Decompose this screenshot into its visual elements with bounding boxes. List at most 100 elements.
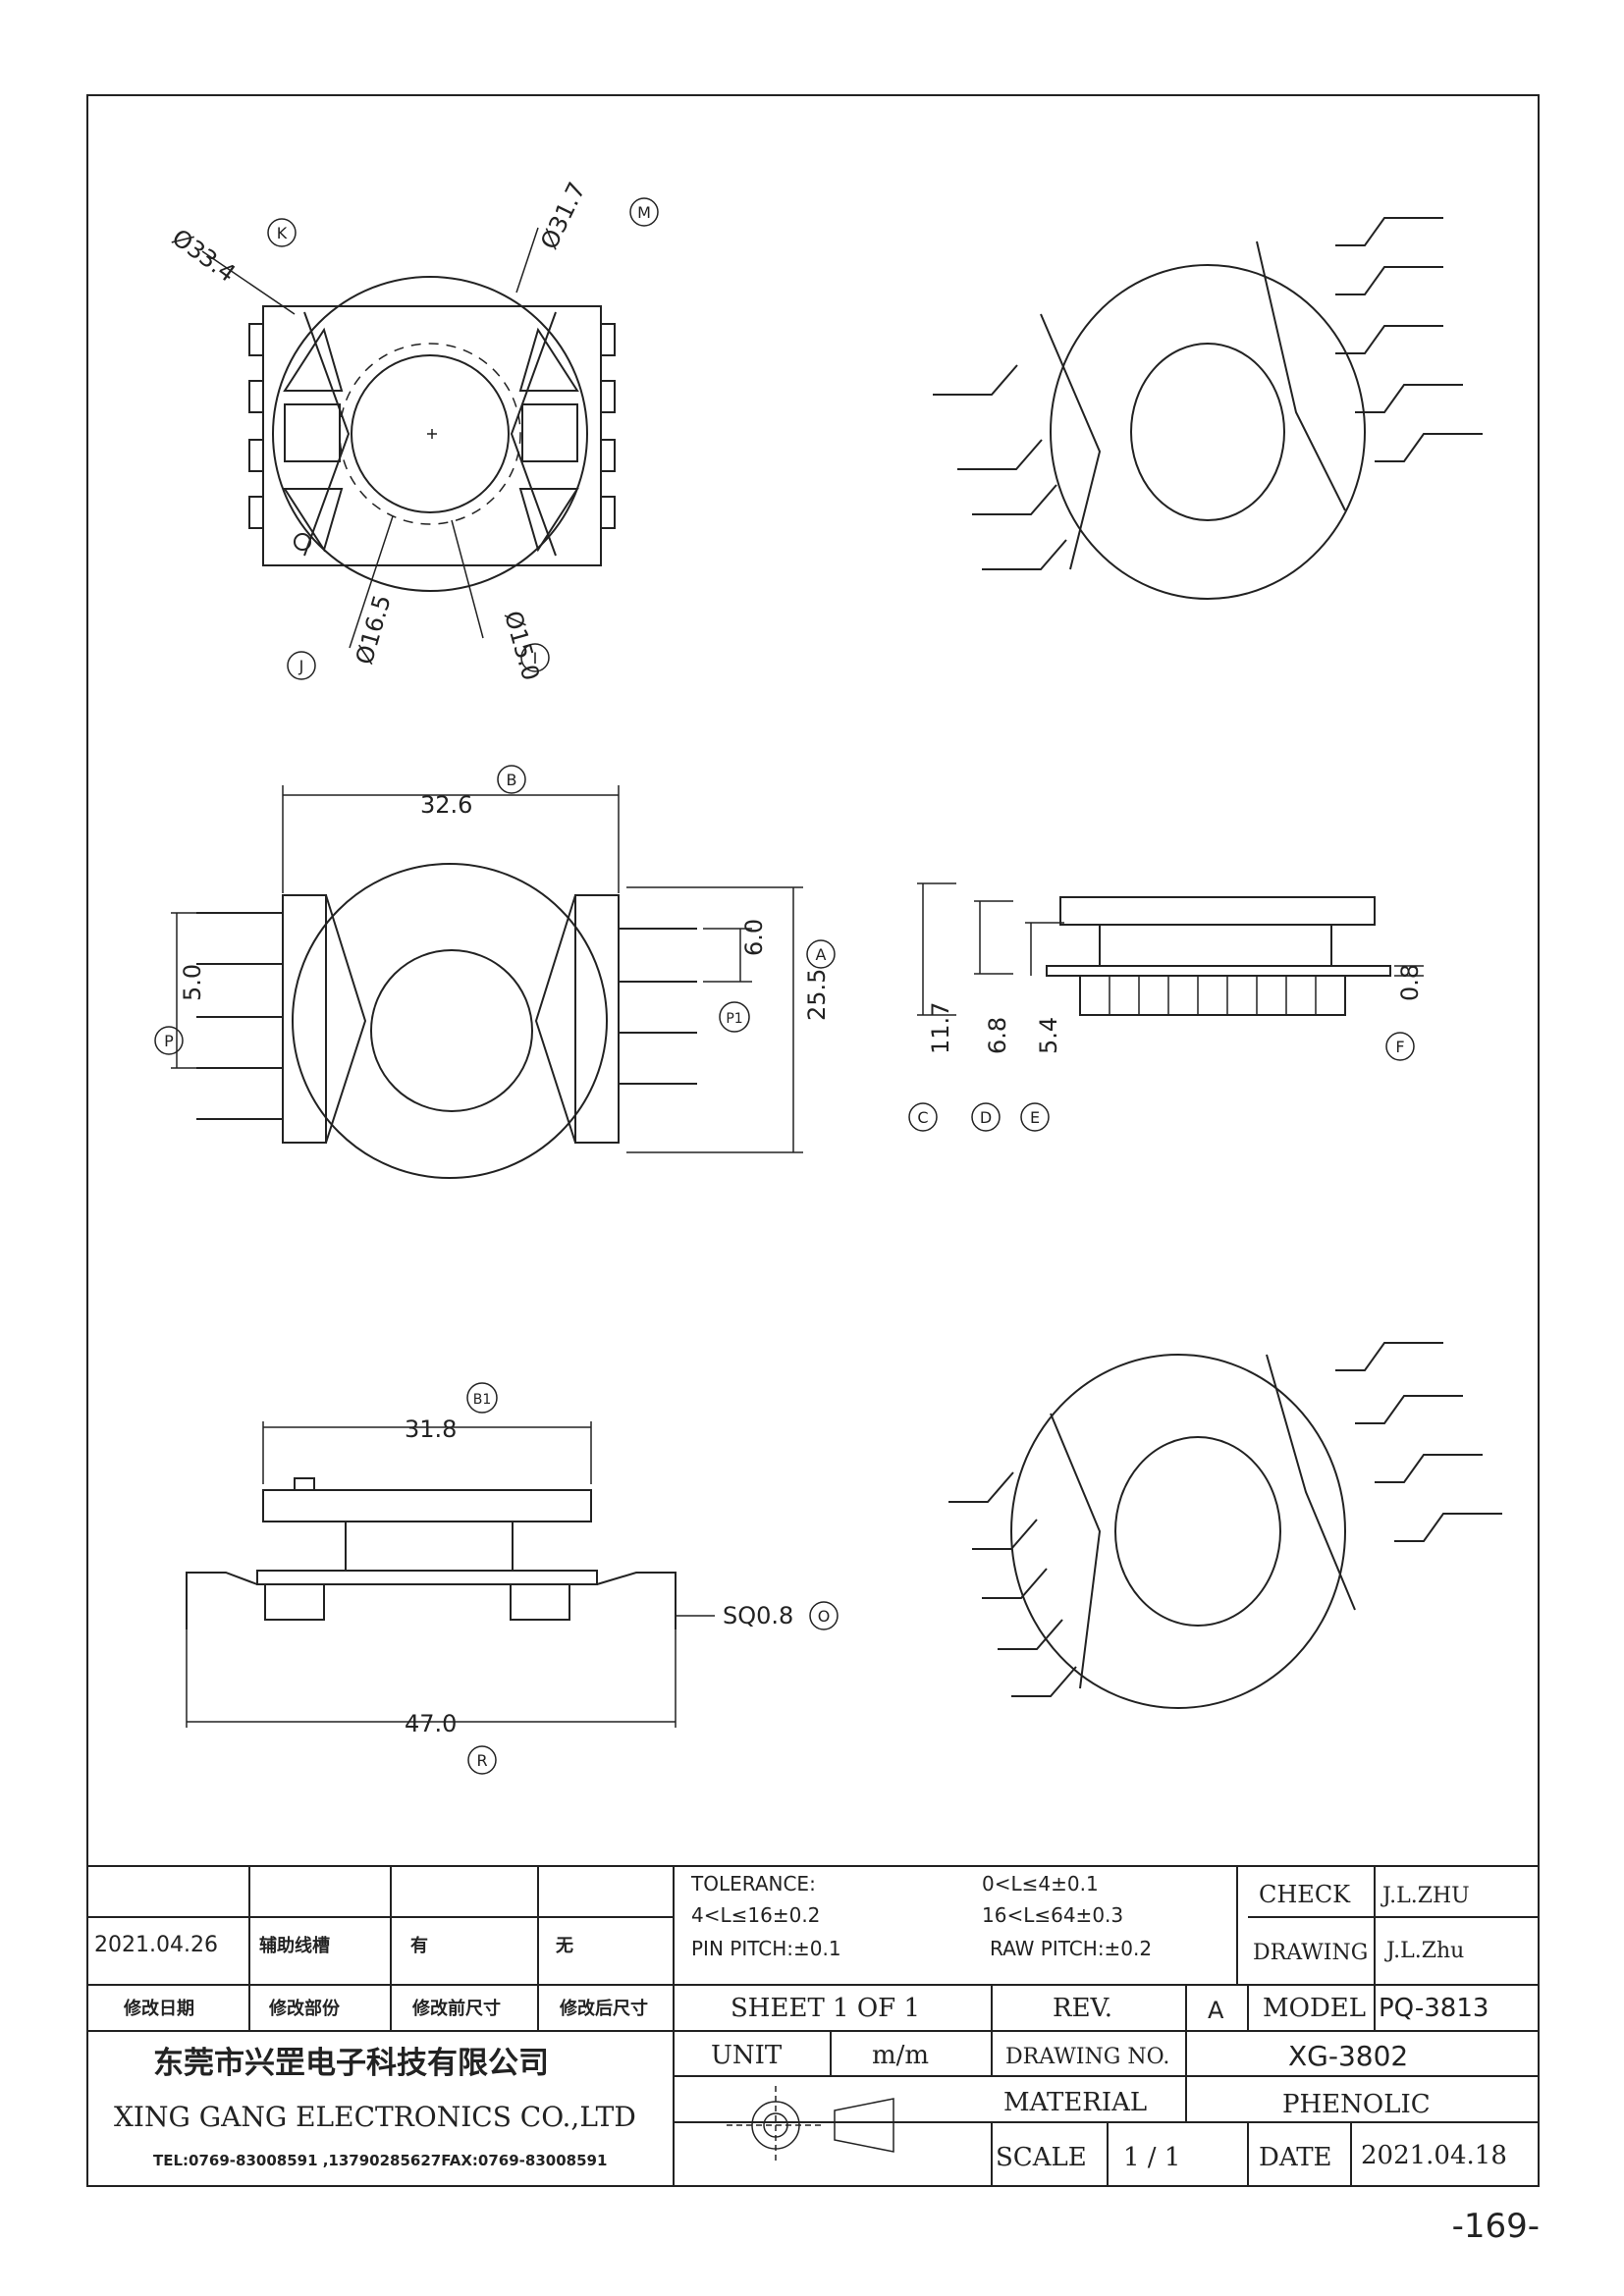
rev-after: 无 bbox=[556, 1936, 573, 1956]
dim-d: 6.8 bbox=[984, 1017, 1011, 1054]
balloon-c bbox=[908, 1102, 938, 1132]
dim-c: 11.7 bbox=[927, 1002, 954, 1054]
front-view-dim-width bbox=[282, 785, 620, 893]
side-view-core bbox=[1099, 924, 1332, 967]
top-view-pin1-marker bbox=[294, 533, 311, 551]
top-view-leader-k bbox=[201, 250, 296, 315]
title-block-grid bbox=[86, 1865, 1540, 2187]
balloon-j bbox=[287, 651, 316, 680]
front-view-flange-outline bbox=[292, 863, 608, 1179]
balloon-p bbox=[154, 1026, 184, 1055]
balloon-letter-b1: B1 bbox=[473, 1392, 492, 1408]
bottom-view-top-flange bbox=[262, 1489, 592, 1522]
dim-sq: SQ0.8 bbox=[723, 1602, 793, 1629]
front-view-right-pins bbox=[619, 928, 697, 1085]
dim-d15-0: Ø15.0 bbox=[499, 608, 545, 683]
balloon-e bbox=[1020, 1102, 1050, 1132]
model-value: PQ-3813 bbox=[1379, 1994, 1489, 2023]
bottom-view-dim-b1 bbox=[262, 1421, 592, 1484]
drawing-value: J.L.Zhu bbox=[1384, 1939, 1464, 1963]
top-view-left-window-upper bbox=[283, 327, 344, 392]
material-label: MATERIAL bbox=[1003, 2088, 1147, 2117]
dim-d33-4: Ø33.4 bbox=[167, 224, 241, 288]
side-view-dim-d bbox=[974, 900, 1013, 975]
scale-label: SCALE bbox=[996, 2143, 1087, 2172]
front-view-right-web bbox=[534, 894, 576, 1144]
balloon-letter-i: I bbox=[533, 649, 538, 667]
dim-b1: 31.8 bbox=[405, 1415, 457, 1443]
sheet-label: SHEET 1 OF 1 bbox=[731, 1994, 920, 2023]
tolerance-pin-pitch: PIN PITCH:±0.1 bbox=[691, 1937, 841, 1960]
balloon-letter-o: O bbox=[818, 1607, 831, 1626]
balloon-letter-r: R bbox=[476, 1751, 487, 1770]
dim-height: 25.5 bbox=[803, 969, 831, 1021]
side-view-dim-f bbox=[1394, 965, 1424, 977]
top-view-center-hole bbox=[351, 354, 510, 513]
top-view-center-mark bbox=[427, 429, 437, 439]
rev-before: 有 bbox=[410, 1935, 428, 1956]
isometric-view-lower bbox=[948, 1342, 1502, 1709]
bottom-view bbox=[186, 1421, 715, 1728]
iso2-left-web bbox=[1050, 1413, 1102, 1689]
balloon-f bbox=[1385, 1032, 1415, 1061]
top-view bbox=[201, 227, 616, 649]
projection-cone bbox=[834, 2098, 894, 2153]
rev-date: 2021.04.26 bbox=[94, 1933, 218, 1957]
dim-e: 5.4 bbox=[1035, 1017, 1062, 1054]
iso1-center-hole bbox=[1130, 343, 1285, 521]
iso2-right-web bbox=[1266, 1354, 1356, 1611]
top-view-body-outline bbox=[262, 305, 602, 566]
top-view-right-window-lower bbox=[518, 488, 579, 553]
rev-header-before: 修改前尺寸 bbox=[411, 1998, 501, 2019]
title-block-text: 2021.04.26 辅助线槽 有 无 修改日期 修改部份 修改前尺寸 修改后尺… bbox=[94, 1872, 1507, 2172]
bottom-view-core bbox=[345, 1521, 514, 1572]
check-label: CHECK bbox=[1259, 1881, 1351, 1908]
balloon-letter-k: K bbox=[277, 224, 288, 242]
front-view-center-hole bbox=[370, 949, 533, 1112]
front-view-dim-pin-offset bbox=[703, 928, 752, 983]
top-view-right-slot bbox=[521, 403, 578, 462]
rev-header-date: 修改日期 bbox=[123, 1998, 194, 2019]
side-view-base-flange bbox=[1046, 965, 1391, 977]
balloon-d bbox=[971, 1102, 1001, 1132]
balloon-i bbox=[520, 643, 550, 672]
top-view-left-window-lower bbox=[283, 488, 344, 553]
top-view-left-slot bbox=[284, 403, 341, 462]
balloon-letter-p: P bbox=[164, 1032, 174, 1050]
tb-rev-rows bbox=[86, 1916, 1540, 1986]
tolerance-title: TOLERANCE: bbox=[690, 1872, 816, 1896]
balloon-letter-a: A bbox=[816, 945, 827, 964]
iso2-left-pins bbox=[948, 1471, 1077, 1697]
top-view-leader-i bbox=[451, 519, 484, 639]
top-view-right-window-upper bbox=[518, 327, 579, 392]
drawing-no-value: XG-3802 bbox=[1288, 2040, 1408, 2072]
label-balloons bbox=[154, 197, 1415, 1775]
side-view-pin-block bbox=[1079, 976, 1346, 1016]
bottom-view-dim-r bbox=[186, 1629, 677, 1728]
bottom-view-base-flange bbox=[256, 1570, 598, 1585]
bottom-view-key bbox=[294, 1477, 315, 1491]
balloon-letters: K M J I B A P P1 C D E F B1 O R bbox=[164, 203, 1404, 1770]
dim-f: 0.8 bbox=[1396, 964, 1424, 1001]
top-view-outer-flange bbox=[272, 276, 588, 592]
balloon-letter-j: J bbox=[298, 657, 304, 675]
drawing-frame bbox=[86, 94, 1540, 2187]
tb-rev-cols bbox=[248, 1866, 675, 2187]
date-label: DATE bbox=[1259, 2143, 1332, 2172]
bottom-view-right-foot bbox=[510, 1583, 570, 1621]
balloon-letter-c: C bbox=[917, 1108, 928, 1127]
projection-symbol bbox=[727, 2086, 894, 2164]
iso2-flange bbox=[1010, 1354, 1346, 1709]
side-view bbox=[917, 882, 1424, 1016]
tolerance-raw-pitch: RAW PITCH:±0.2 bbox=[990, 1937, 1152, 1960]
projection-center-lines bbox=[727, 2086, 825, 2164]
isometric-view-upper bbox=[933, 217, 1483, 600]
balloon-letter-f: F bbox=[1395, 1038, 1404, 1056]
side-view-dim-c bbox=[917, 882, 956, 1016]
balloon-letter-b: B bbox=[507, 771, 517, 789]
company-contact: TEL:0769-83008591 ,13790285627FAX:0769-8… bbox=[153, 2152, 607, 2169]
tolerance-range-1: 0<L≤4±0.1 bbox=[982, 1872, 1099, 1896]
front-view-dim-height bbox=[626, 886, 803, 1153]
rev-part: 辅助线槽 bbox=[259, 1935, 330, 1956]
